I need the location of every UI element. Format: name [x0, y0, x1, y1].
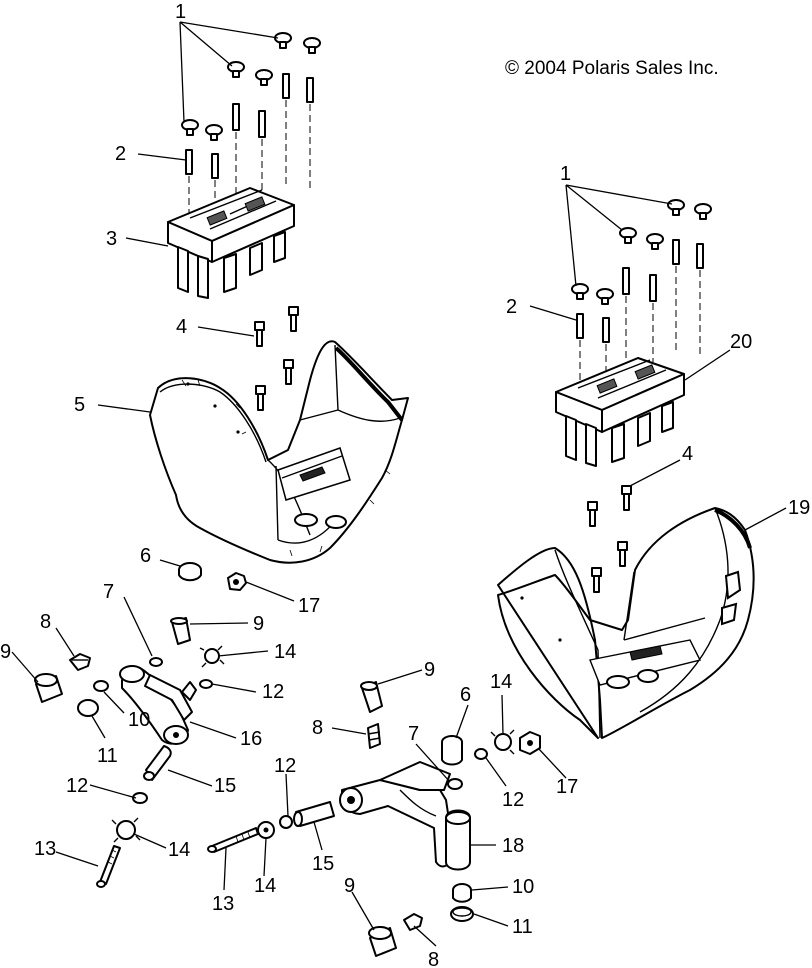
callout-13-left: 13: [34, 838, 56, 860]
left-linkage-group: [34, 562, 247, 888]
callout-10-left: 10: [128, 709, 150, 731]
callout-6-right: 6: [460, 684, 471, 706]
callout-11-right: 11: [512, 916, 533, 938]
callout-19: 19: [788, 497, 810, 519]
callout-1-right: 1: [560, 163, 571, 185]
callout-9-top: 9: [253, 613, 264, 635]
callout-7-left: 7: [103, 581, 114, 603]
callout-14-right: 14: [490, 671, 512, 693]
copyright-notice: © 2004 Polaris Sales Inc.: [505, 58, 719, 79]
left-fastener-group: [167, 32, 321, 299]
callout-12-right: 12: [502, 789, 524, 811]
callout-9-bottom: 9: [344, 875, 355, 897]
callout-10-right: 10: [512, 876, 534, 898]
callout-14-top: 14: [274, 641, 296, 663]
callout-12-top: 12: [262, 681, 284, 703]
callout-15-left: 15: [214, 775, 236, 797]
callout-9-center: 9: [424, 659, 435, 681]
callout-17-right: 17: [556, 776, 578, 798]
callout-14-left: 14: [168, 839, 190, 861]
callout-8-left: 8: [40, 611, 51, 633]
callout-11-left: 11: [97, 745, 118, 767]
guard-part-20: [555, 357, 685, 467]
callout-13-center: 13: [212, 893, 234, 915]
callout-16: 16: [240, 728, 262, 750]
callout-4-left: 4: [176, 316, 187, 338]
leader-lines: [11, 21, 787, 947]
right-boot-group: [497, 485, 755, 739]
callout-20: 20: [730, 331, 752, 353]
callout-15-center: 15: [312, 853, 334, 875]
callout-4-right: 4: [682, 443, 693, 465]
callout-8-center: 8: [312, 717, 323, 739]
callout-14-center: 14: [254, 875, 276, 897]
guard-part-3: [167, 187, 295, 299]
left-boot-group: [149, 306, 409, 564]
callout-3: 3: [106, 228, 117, 250]
callout-2-right: 2: [506, 296, 517, 318]
callout-6-left: 6: [140, 545, 151, 567]
callout-5: 5: [74, 394, 85, 416]
right-fastener-group: [555, 199, 712, 467]
boot-part-5: [149, 340, 409, 564]
callout-1-left: 1: [175, 1, 186, 23]
callout-18: 18: [502, 835, 524, 857]
callout-12-left: 12: [66, 775, 88, 797]
callout-2-left: 2: [115, 143, 126, 165]
callout-8-bottom: 8: [428, 949, 439, 968]
center-linkage-group: [207, 681, 541, 957]
callout-9-left: 9: [0, 641, 11, 663]
callout-7-right: 7: [408, 723, 419, 745]
callout-17-left: 17: [298, 595, 320, 617]
callout-12-center: 12: [274, 755, 296, 777]
